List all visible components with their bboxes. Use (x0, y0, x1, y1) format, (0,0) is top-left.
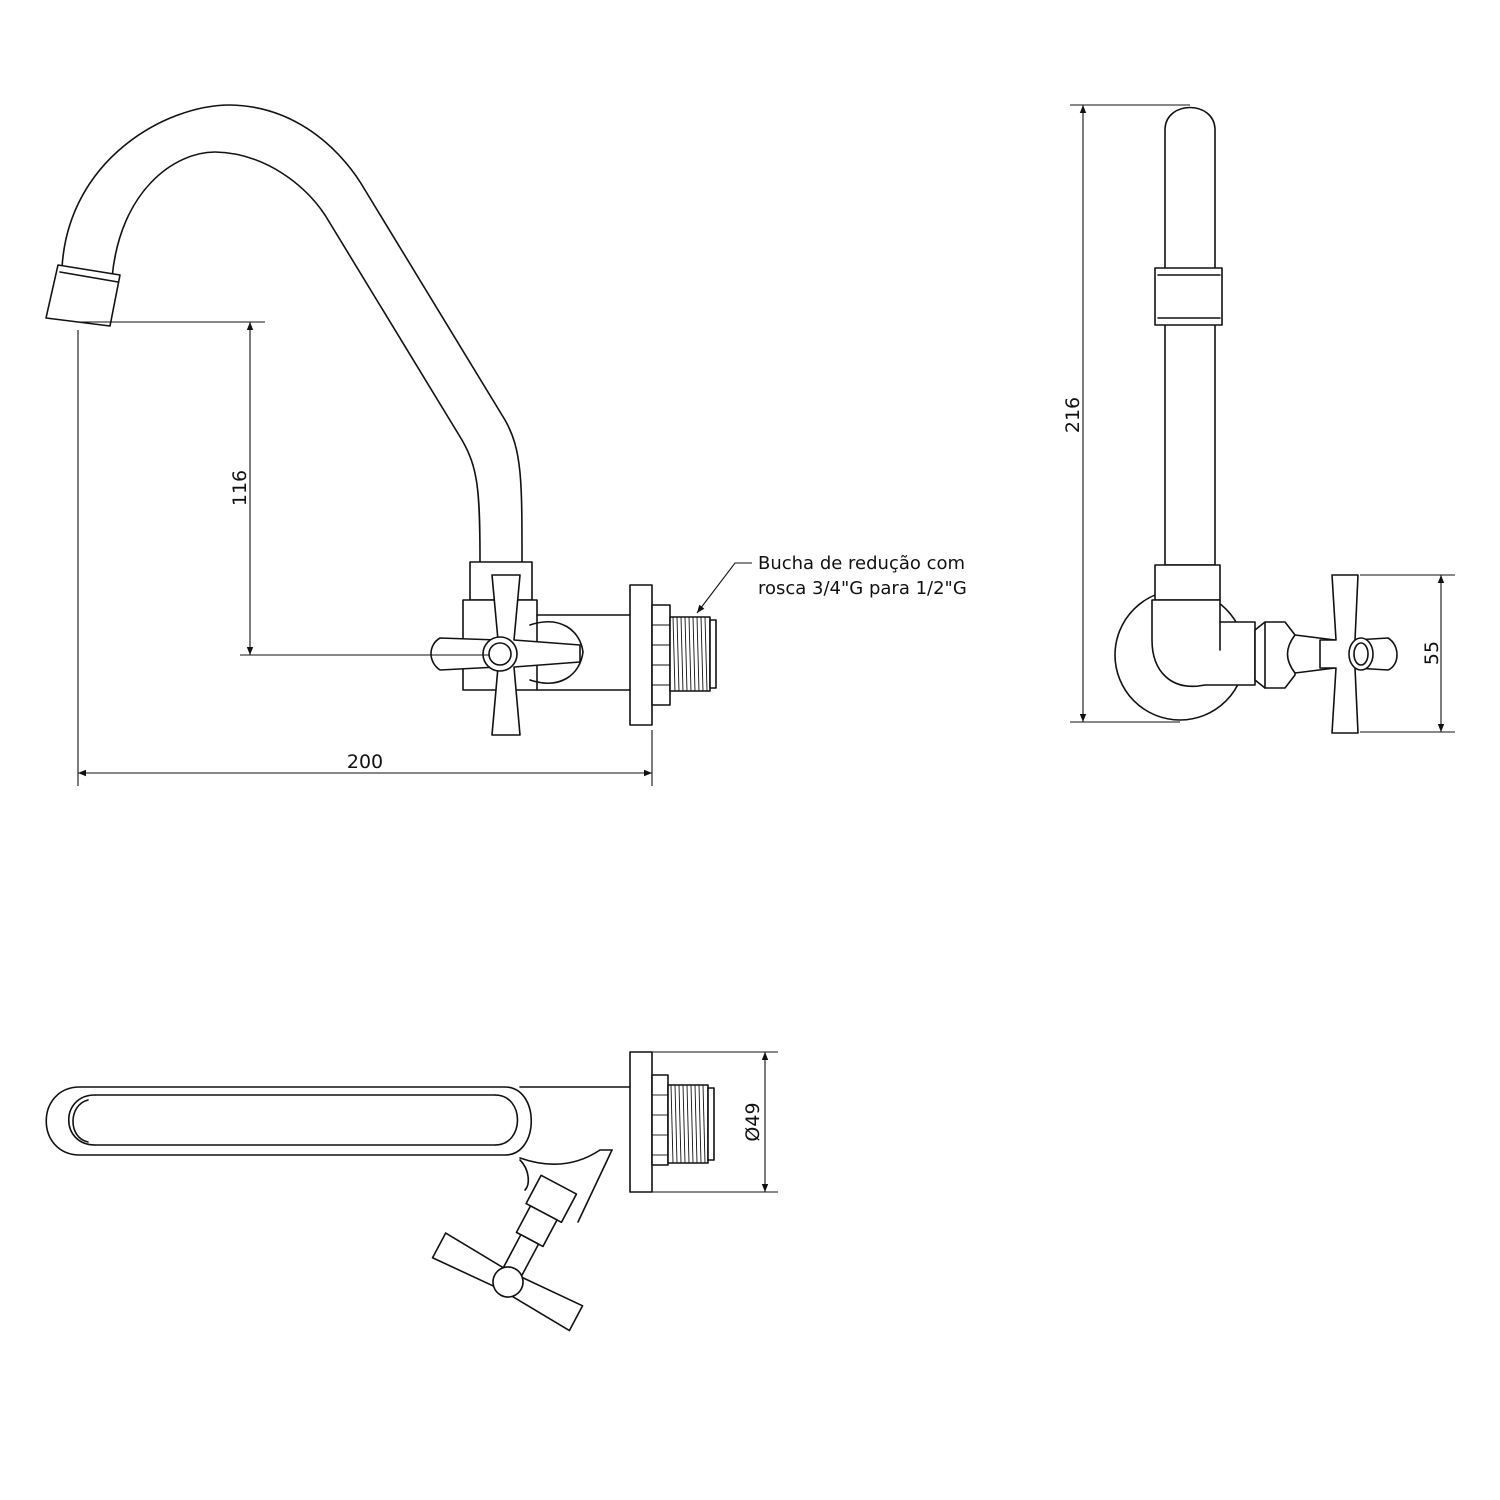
dimension-label-116: 116 (229, 470, 251, 506)
dimension-55: 55 (1360, 574, 1455, 733)
thread-line (702, 1084, 706, 1164)
dimension-116: 116 (78, 321, 490, 656)
thread-line (674, 1084, 678, 1164)
reduction-bushing-thread (669, 616, 717, 692)
spout-ring (1154, 267, 1223, 326)
front-view: 116 200 Bucha de redução com rosca 3/4"G… (45, 104, 967, 786)
thread-line (692, 616, 696, 692)
dimension-200: 200 (77, 330, 653, 786)
thread-line (676, 616, 680, 692)
thread-line (696, 616, 700, 692)
thread-line (698, 1084, 702, 1164)
valve-body (462, 561, 631, 691)
side-view: 216 55 (1062, 104, 1455, 734)
dimension-label-55: 55 (1421, 641, 1443, 665)
side-cross-handle[interactable] (1319, 574, 1398, 734)
top-cross-handle[interactable] (431, 1232, 584, 1332)
aerator-nozzle (45, 264, 121, 327)
note-line-2: rosca 3/4"G para 1/2"G (758, 578, 967, 599)
cross-handle[interactable] (430, 574, 581, 736)
thread-line (678, 1084, 682, 1164)
thread-line (672, 616, 676, 692)
thread-line (704, 616, 708, 692)
wall-flange (629, 584, 671, 726)
vertical-spout (1164, 106, 1216, 566)
thread-line (684, 616, 688, 692)
top-view: Ø49 (45, 1051, 778, 1332)
thread-line (690, 1084, 694, 1164)
top-flange (629, 1051, 715, 1193)
horizontal-spout (45, 1086, 533, 1156)
dimension-label-216: 216 (1062, 397, 1084, 433)
dimension-216: 216 (1062, 104, 1190, 723)
thread-line (686, 1084, 690, 1164)
thread-line (694, 1084, 698, 1164)
spout (61, 104, 523, 563)
thread-line (700, 616, 704, 692)
elbow-body (1151, 599, 1256, 688)
bushing-note: Bucha de redução com rosca 3/4"G para 1/… (696, 553, 967, 614)
thread-line (688, 616, 692, 692)
thread-line (682, 1084, 686, 1164)
note-line-1: Bucha de redução com (758, 553, 965, 574)
thread-line (680, 616, 684, 692)
thread-line (670, 1084, 674, 1164)
dimension-label-200: 200 (347, 751, 383, 773)
dimension-diameter-49: Ø49 (652, 1051, 778, 1193)
dimension-label-49: Ø49 (742, 1102, 764, 1141)
